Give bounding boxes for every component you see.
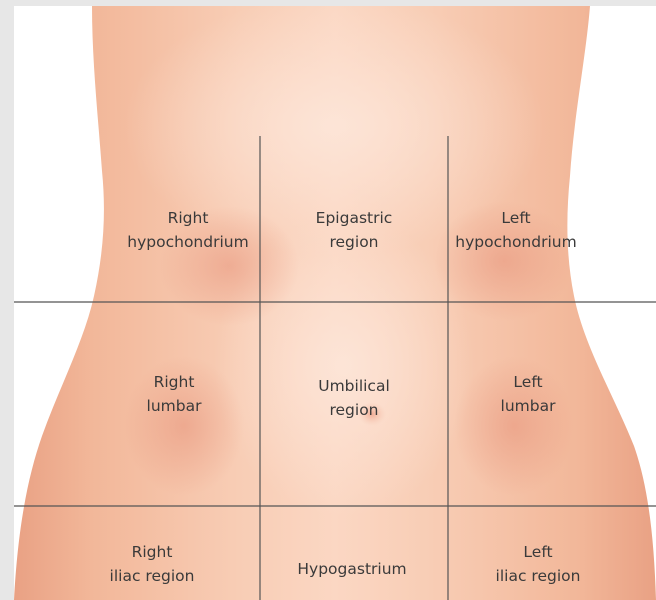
- label-line: region: [318, 398, 390, 422]
- label-line: lumbar: [501, 394, 556, 418]
- label-line: Left: [455, 206, 576, 230]
- label-line: Left: [501, 370, 556, 394]
- label-right-iliac-region: Right iliac region: [110, 540, 195, 588]
- diagram-canvas: Right hypochondrium Epigastric region Le…: [14, 6, 656, 600]
- label-line: lumbar: [147, 394, 202, 418]
- label-line: iliac region: [496, 564, 581, 588]
- label-right-hypochondrium: Right hypochondrium: [127, 206, 248, 254]
- label-umbilical-region: Umbilical region: [318, 374, 390, 422]
- label-left-lumbar: Left lumbar: [501, 370, 556, 418]
- label-line: Umbilical: [318, 374, 390, 398]
- label-line: Left: [496, 540, 581, 564]
- label-left-iliac-region: Left iliac region: [496, 540, 581, 588]
- label-line: Right: [147, 370, 202, 394]
- label-hypogastrium: Hypogastrium: [297, 557, 406, 581]
- label-line: region: [316, 230, 393, 254]
- label-line: iliac region: [110, 564, 195, 588]
- abdomen-illustration: [14, 6, 656, 600]
- label-line: Right: [127, 206, 248, 230]
- label-line: hypochondrium: [455, 230, 576, 254]
- label-line: Hypogastrium: [297, 557, 406, 581]
- label-line: hypochondrium: [127, 230, 248, 254]
- label-right-lumbar: Right lumbar: [147, 370, 202, 418]
- label-epigastric-region: Epigastric region: [316, 206, 393, 254]
- label-line: Epigastric: [316, 206, 393, 230]
- label-line: Right: [110, 540, 195, 564]
- label-left-hypochondrium: Left hypochondrium: [455, 206, 576, 254]
